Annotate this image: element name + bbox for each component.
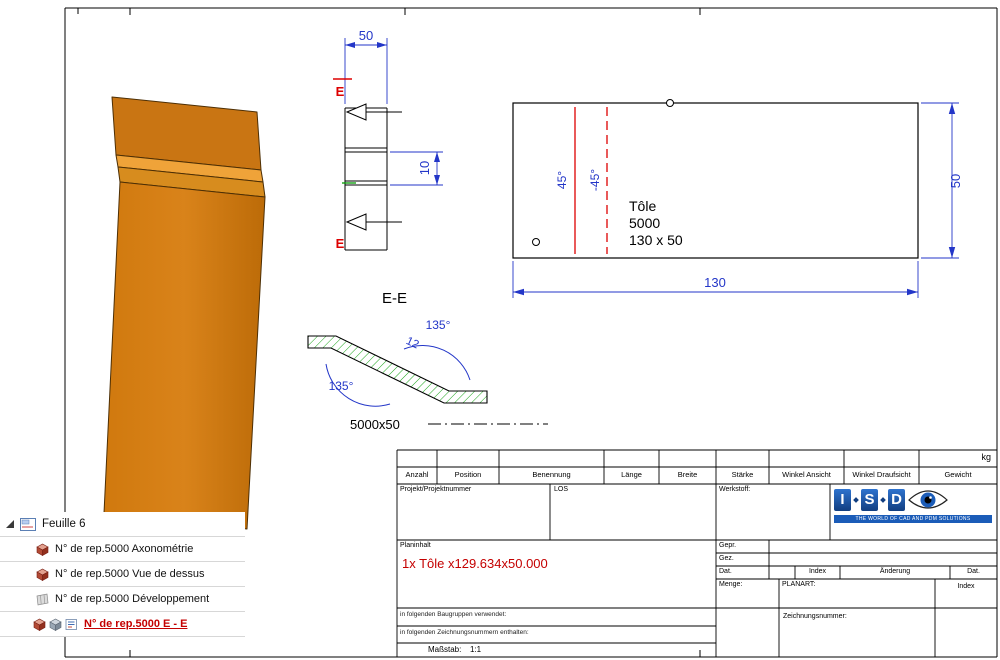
part-main-face bbox=[103, 181, 266, 530]
content-value: 1x Tôle x129.634x50.000 bbox=[402, 556, 548, 571]
project-label: Projekt/Projektnummer bbox=[400, 486, 472, 493]
thickness-text: 12 bbox=[404, 335, 421, 351]
section-profile bbox=[307, 335, 488, 404]
flat-pattern-view[interactable]: 45° -45° Tôle 5000 130 x 50 130 bbox=[512, 99, 963, 299]
drawing-frame bbox=[64, 7, 998, 658]
sheet-part-icon bbox=[65, 618, 78, 631]
logo-dot bbox=[853, 497, 859, 503]
eye-icon bbox=[908, 490, 948, 509]
date2-label: Dat. bbox=[967, 568, 980, 575]
part-note-line3: 130 x 50 bbox=[629, 232, 683, 248]
bend-angle-down-text: -45° bbox=[588, 169, 602, 191]
tree-item-label: N° de rep.5000 Développement bbox=[55, 593, 210, 605]
angle-right-text: 135° bbox=[426, 318, 451, 332]
los-label: LOS bbox=[554, 486, 569, 493]
size-label-text: 5000x50 bbox=[350, 417, 400, 432]
part-3d-icon bbox=[36, 568, 49, 581]
tree-root-label: Feuille 6 bbox=[42, 518, 86, 530]
logo-dot bbox=[880, 497, 886, 503]
isometric-view[interactable] bbox=[103, 96, 266, 530]
logo-caption: THE WORLD OF CAD AND PDM SOLUTIONS bbox=[834, 515, 992, 523]
dimension-50 bbox=[344, 38, 388, 104]
plantype-label: PLANART: bbox=[782, 581, 816, 588]
reference-point-top bbox=[666, 99, 674, 107]
material-label: Werkstoff: bbox=[719, 486, 751, 493]
drawn-label: Gez. bbox=[719, 555, 734, 562]
dim-130-text: 130 bbox=[704, 275, 726, 290]
used-in-assemblies-label: in folgenden Baugruppen verwendet: bbox=[400, 611, 507, 618]
logo-letter-i: I bbox=[834, 489, 851, 511]
sheet-icon bbox=[20, 517, 36, 531]
title-block-grid bbox=[396, 449, 997, 657]
tree-item-section-e-e[interactable]: N° de rep.5000 E - E bbox=[0, 612, 245, 637]
reference-point-inner bbox=[532, 238, 540, 246]
quantity-label: Menge: bbox=[719, 581, 743, 588]
index2-label: Index bbox=[957, 583, 975, 590]
expander-icon[interactable] bbox=[6, 520, 14, 528]
colhdr-laenge: Länge bbox=[621, 470, 642, 479]
structure-tree-panel: Feuille 6 N° de rep.5000 Axonométrie bbox=[0, 512, 245, 637]
colhdr-anzahl: Anzahl bbox=[405, 470, 429, 479]
content-label: Planinhalt bbox=[400, 542, 431, 549]
tree-item-label: N° de rep.5000 Vue de dessus bbox=[55, 568, 205, 580]
tree-item-axonometrie[interactable]: N° de rep.5000 Axonométrie bbox=[0, 537, 245, 562]
development-icon bbox=[36, 593, 49, 606]
part-3d-icon bbox=[33, 618, 46, 631]
scale-value: 1:1 bbox=[470, 645, 482, 654]
colhdr-benennung: Benennung bbox=[532, 470, 571, 479]
part-note-line2: 5000 bbox=[629, 215, 660, 231]
isd-logo: I S D THE WORLD OF CAD AND PDM SOLUTIONS bbox=[834, 487, 994, 537]
contained-in-drawings-label: in folgenden Zeichnungsnummern enthalten… bbox=[400, 629, 529, 636]
part-note-line1: Tôle bbox=[629, 198, 656, 214]
section-icon bbox=[49, 618, 62, 631]
scale-label: Maßstab: bbox=[428, 645, 462, 654]
top-view[interactable]: 50 10 E E bbox=[333, 28, 443, 251]
dim-10-text: 10 bbox=[417, 161, 432, 175]
bend-angle-up-text: 45° bbox=[555, 171, 569, 189]
tree-item-developpement[interactable]: N° de rep.5000 Développement bbox=[0, 587, 245, 612]
change-label: Änderung bbox=[879, 568, 911, 575]
index-label: Index bbox=[808, 568, 827, 575]
logo-letter-s: S bbox=[861, 489, 878, 511]
dimension-50-right bbox=[921, 102, 959, 259]
angle-arc-left bbox=[325, 363, 391, 407]
angle-arc-right bbox=[403, 344, 471, 381]
section-view[interactable]: E-E 135° 135° 12 5000x50 bbox=[307, 290, 548, 432]
dim-50-right-text: 50 bbox=[948, 174, 963, 188]
colhdr-staerke: Stärke bbox=[731, 470, 754, 479]
section-arrow-top bbox=[345, 103, 367, 121]
colhdr-winkel-draufsicht: Winkel Draufsicht bbox=[852, 470, 911, 479]
section-title: E-E bbox=[382, 290, 407, 307]
angle-left-text: 135° bbox=[329, 379, 354, 393]
checked-label: Gepr. bbox=[719, 542, 737, 549]
tree-item-label: N° de rep.5000 E - E bbox=[84, 618, 188, 630]
colhdr-breite: Breite bbox=[677, 470, 698, 479]
tree-root-sheet[interactable]: Feuille 6 bbox=[0, 512, 245, 537]
drawingno-label: Zeichnungsnummer: bbox=[783, 613, 847, 620]
date-label: Dat. bbox=[719, 568, 732, 575]
weight-unit: kg bbox=[981, 452, 991, 462]
tree-item-vue-de-dessus[interactable]: N° de rep.5000 Vue de dessus bbox=[0, 562, 245, 587]
logo-letter-d: D bbox=[888, 489, 905, 511]
dim-50-text: 50 bbox=[359, 28, 373, 43]
tree-item-label: N° de rep.5000 Axonométrie bbox=[55, 543, 194, 555]
section-letter-bottom: E bbox=[336, 236, 345, 251]
section-arrow-bottom bbox=[345, 213, 367, 231]
colhdr-gewicht: Gewicht bbox=[944, 470, 972, 479]
dimension-130 bbox=[512, 261, 919, 298]
section-letter-top: E bbox=[336, 84, 345, 99]
colhdr-winkel-ansicht: Winkel Ansicht bbox=[782, 470, 831, 479]
colhdr-position: Position bbox=[454, 470, 482, 479]
part-3d-icon bbox=[36, 543, 49, 556]
